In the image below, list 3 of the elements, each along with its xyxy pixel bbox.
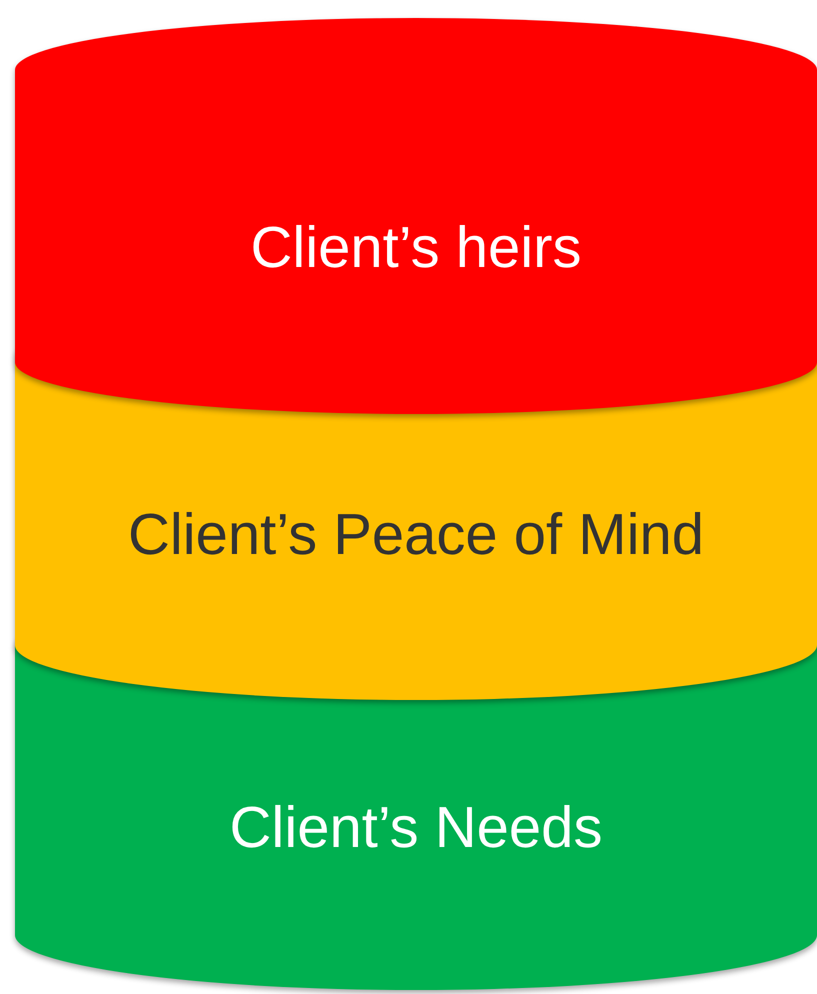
layer-label: Client’s Needs <box>228 794 604 862</box>
layer-label: Client’s Peace of Mind <box>126 501 705 569</box>
layer-label: Client’s heirs <box>250 214 582 282</box>
